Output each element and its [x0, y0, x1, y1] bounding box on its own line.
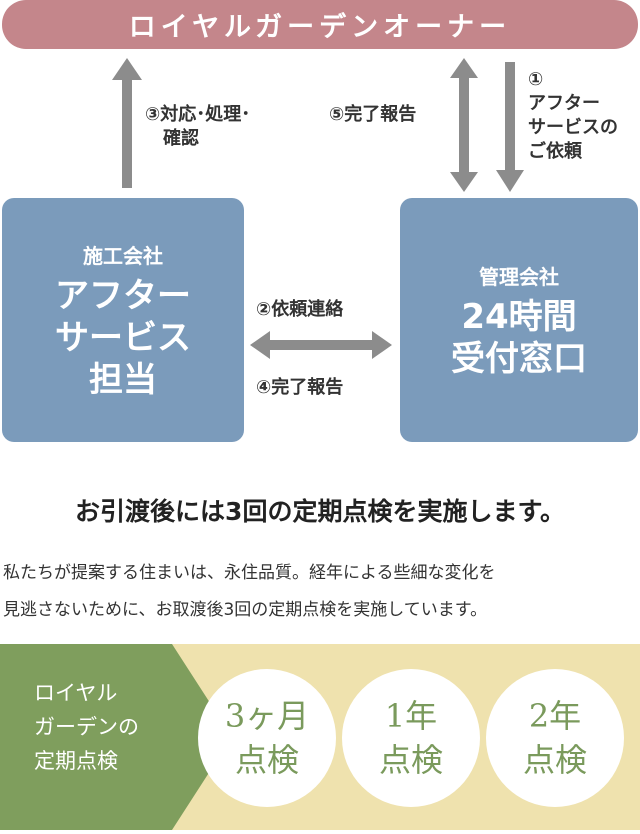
- inspection-1-year-period: 1年: [384, 697, 438, 735]
- contractor-box: 施工会社 アフター サービス 担当: [2, 198, 244, 442]
- arrow-down-request: [496, 62, 524, 192]
- inspection-1-year-label: 点検: [378, 741, 443, 779]
- inspection-2-years: 2年 点検: [486, 669, 624, 807]
- body-text: 私たちが提案する住まいは、永住品質。経年による些細な変化を 見逃さないために、お…: [3, 563, 496, 620]
- arrow-up-response: [112, 58, 142, 188]
- contractor-title: 施工会社: [83, 243, 163, 268]
- inspection-3-months-label: 点検: [234, 741, 299, 779]
- owner-bar: ロイヤルガーデンオーナー: [2, 0, 638, 49]
- step3-label: ③対応･処理･ 確認: [145, 104, 251, 149]
- headline: お引渡後には3回の定期点検を実施します。: [75, 497, 565, 526]
- inspection-2-years-label: 点検: [522, 741, 587, 779]
- inspection-label-arrow: [0, 644, 260, 834]
- step4-label: ④完了報告: [256, 377, 344, 398]
- arrow-double-completion: [450, 58, 478, 192]
- contractor-main: アフター サービス 担当: [55, 275, 191, 400]
- management-box: 管理会社 24時間 受付窓口: [400, 198, 638, 442]
- inspection-3-months-period: 3ヶ月: [224, 697, 310, 735]
- management-title: 管理会社: [479, 264, 559, 289]
- owner-label: ロイヤルガーデンオーナー: [128, 12, 512, 43]
- arrow-double-contact: [250, 331, 392, 359]
- inspection-2-years-period: 2年: [528, 697, 582, 735]
- inspection-1-year: 1年 点検: [342, 669, 480, 807]
- inspection-3-months: 3ヶ月 点検: [198, 669, 336, 807]
- step5-label: ⑤完了報告: [329, 104, 417, 125]
- inspection-label: ロイヤル ガーデンの 定期点検: [34, 681, 139, 773]
- step1-label: ① アフター サービスの ご依頼: [528, 69, 618, 162]
- management-main: 24時間 受付窓口: [451, 296, 587, 379]
- step2-label: ②依頼連絡: [256, 299, 344, 320]
